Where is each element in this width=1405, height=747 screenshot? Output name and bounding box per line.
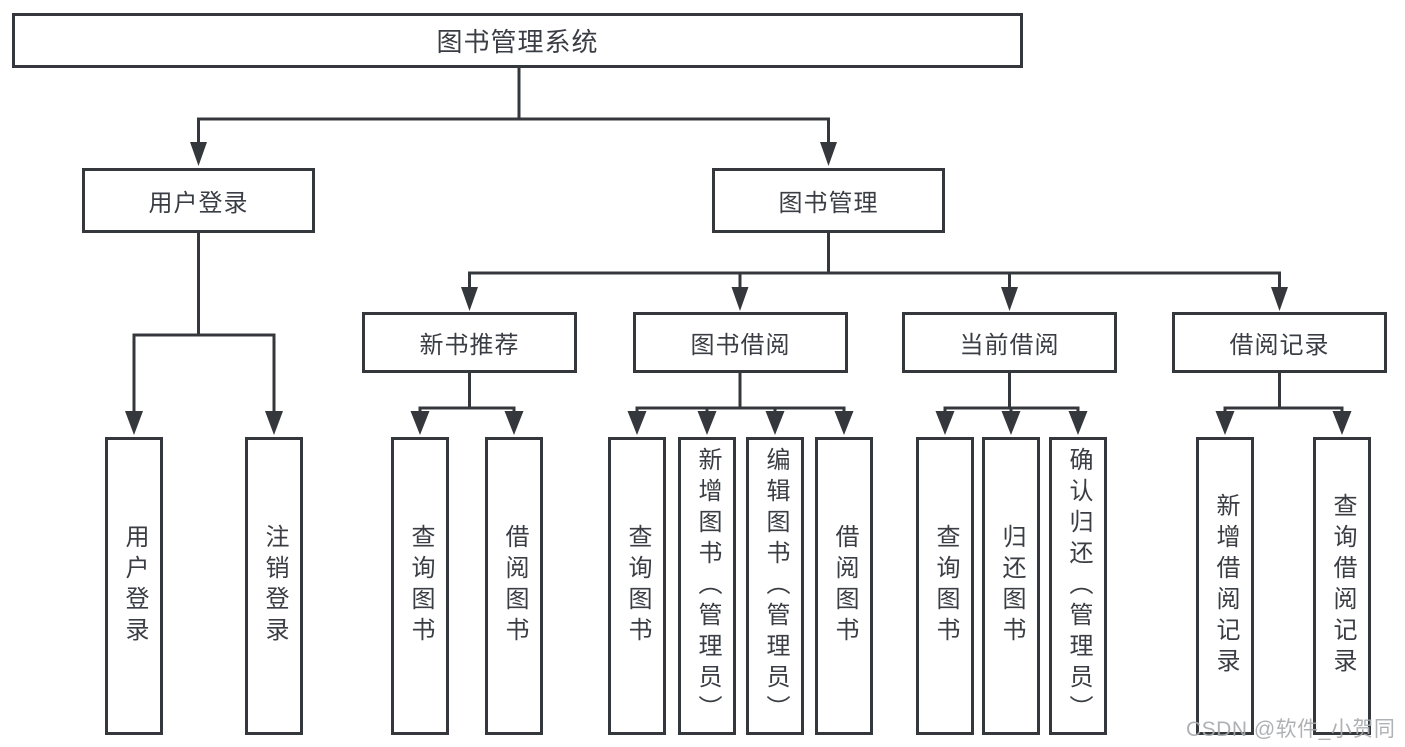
connector-bookmgmt-to-level3 — [461, 233, 1288, 311]
node-borrow-records: 借阅记录 — [1172, 312, 1387, 373]
node-root-system: 图书管理系统 — [12, 13, 1023, 68]
node-book-borrow: 图书借阅 — [633, 312, 848, 373]
connector-root-to-level2 — [190, 68, 837, 166]
node-user-login: 用户登录 — [82, 168, 315, 233]
node-new-book-recommend: 新书推荐 — [362, 312, 577, 373]
csdn-watermark: CSDN @软件_小贺同学 — [1186, 718, 1396, 741]
leaf-records-add-record: 新增借阅记录 — [1196, 437, 1254, 735]
leaf-borrow-query-books: 查询图书 — [608, 437, 666, 735]
connector-login-to-leaves — [125, 233, 283, 435]
leaf-recommend-query-books: 查询图书 — [391, 437, 449, 735]
leaf-borrow-add-books: 新增图书（管理员） — [678, 437, 736, 735]
leaf-records-query-record: 查询借阅记录 — [1313, 437, 1371, 735]
leaf-borrow-borrow-books: 借阅图书 — [815, 437, 873, 735]
leaf-current-return-books: 归还图书 — [982, 437, 1040, 735]
node-current-borrow: 当前借阅 — [902, 312, 1117, 373]
leaf-recommend-borrow-books: 借阅图书 — [485, 437, 543, 735]
leaf-current-confirm-return: 确认归还（管理员） — [1049, 437, 1107, 735]
connector-records-to-leaves — [1215, 373, 1352, 435]
leaf-borrow-edit-books: 编辑图书（管理员） — [746, 437, 804, 735]
connector-borrow-to-leaves — [627, 373, 854, 435]
leaf-current-query-books: 查询图书 — [916, 437, 974, 735]
leaf-logout: 注销登录 — [245, 437, 303, 735]
leaf-user-login: 用户登录 — [105, 437, 163, 735]
node-book-management: 图书管理 — [712, 168, 945, 233]
connector-current-to-leaves — [935, 373, 1088, 435]
connector-recommend-to-leaves — [410, 373, 524, 435]
